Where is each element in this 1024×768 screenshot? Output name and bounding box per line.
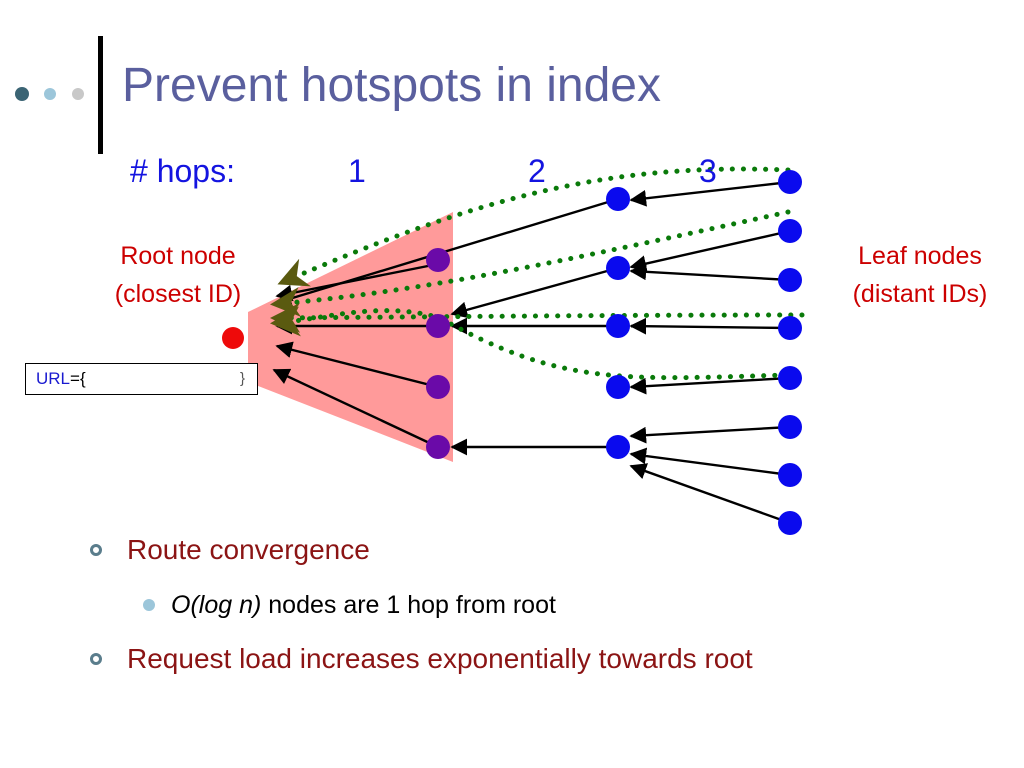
edge-l3b-l2b [629, 229, 791, 272]
root-node-sublabel: (closest ID) [115, 280, 241, 308]
hop1-node [426, 435, 450, 459]
ring-bullet-icon [90, 653, 102, 665]
edge-l2b-l1b [450, 266, 619, 319]
edge-l3f-l2e [629, 425, 791, 444]
dot-bullet-icon [143, 599, 155, 611]
sub-bullet-text: O(log n) nodes are 1 hop from root [171, 590, 556, 620]
hop1-node [426, 375, 450, 399]
edge-l3d-l2c [629, 317, 791, 335]
ring-bullet-icon [90, 544, 102, 556]
leaf-node [778, 511, 802, 535]
leaf-node [778, 268, 802, 292]
url-equals-brace: ={ [70, 369, 86, 388]
hop1-node [426, 314, 450, 338]
bullet-text: Request load increases exponentially tow… [127, 643, 753, 674]
edge-l3h-l2e [629, 463, 791, 525]
edge-l1d-root [272, 368, 439, 449]
title-divider-bar [98, 36, 103, 154]
hop2-node [606, 256, 630, 280]
leaf-node [778, 219, 802, 243]
request-path-top [277, 166, 791, 287]
edge-l1c-root [275, 341, 439, 389]
slide-title: Prevent hotspots in index [122, 59, 661, 112]
hop1-node [426, 248, 450, 272]
edge-l3g-l2e [629, 447, 791, 477]
hop-number-2: 2 [528, 153, 546, 189]
header-dot-light-blue [44, 88, 56, 100]
edge-l3e-l2d [629, 376, 791, 395]
edge-l2a-root [274, 197, 619, 307]
root-node [222, 327, 244, 349]
leaf-nodes-sublabel: (distant IDs) [853, 280, 988, 308]
header-dot-gray [72, 88, 84, 100]
hop-number-1: 1 [348, 153, 366, 189]
routing-tree-diagram: # hops: 1 2 3 Root node (closest ID) Lea… [115, 153, 988, 535]
request-path-upper [270, 209, 791, 317]
request-path-middle [270, 302, 805, 333]
edge-l3a-l2a [629, 180, 791, 207]
hops-label: # hops: [130, 153, 235, 189]
leaf-node [778, 170, 802, 194]
bullet-text: Route convergence [127, 534, 370, 565]
edge-l1a-root [275, 262, 439, 302]
leaf-nodes-label: Leaf nodes [858, 242, 982, 270]
leaf-node [778, 415, 802, 439]
url-key-label: URL [36, 369, 71, 388]
url-key-box: URL={ } [25, 363, 258, 395]
edge-l3c-l2b [629, 263, 791, 282]
hop2-node [606, 435, 630, 459]
hop2-node [606, 187, 630, 211]
leaf-node [778, 316, 802, 340]
request-path-lower [270, 306, 789, 381]
leaf-node [778, 463, 802, 487]
root-node-label: Root node [120, 242, 235, 270]
hop-number-3: 3 [699, 153, 717, 189]
header-dot-dark [15, 87, 29, 101]
url-close-brace: } [240, 370, 246, 387]
sub-bullet-rest: nodes are 1 hop from root [261, 591, 556, 619]
hop2-node [606, 314, 630, 338]
hotspot-region [248, 212, 453, 462]
hop2-node [606, 375, 630, 399]
big-o-notation: O(log n) [171, 591, 262, 619]
leaf-node [778, 366, 802, 390]
